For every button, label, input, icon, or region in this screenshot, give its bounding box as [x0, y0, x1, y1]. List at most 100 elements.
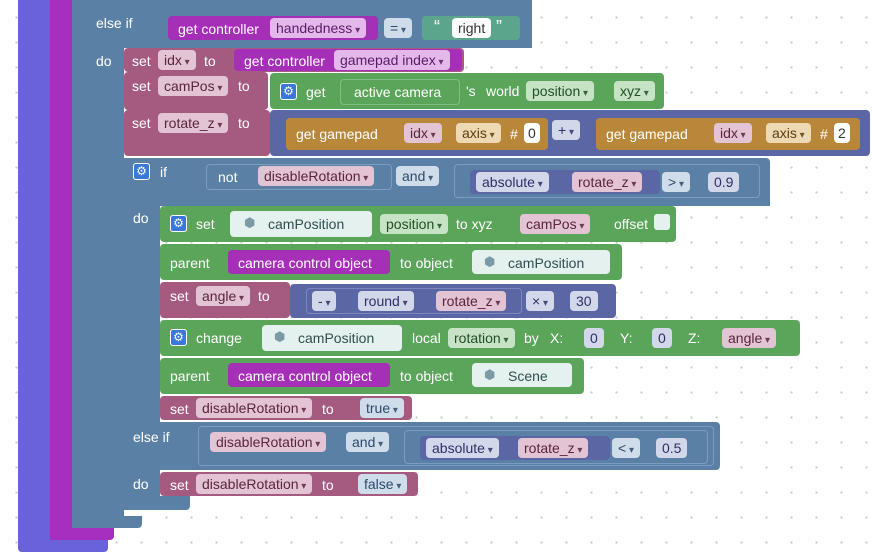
- get-label: get: [306, 84, 326, 100]
- z-label: Z:: [688, 330, 701, 346]
- to-label-7: to: [322, 477, 334, 493]
- disable-rotation-var-2[interactable]: disableRotation: [196, 398, 313, 418]
- set-label-2: set: [132, 78, 151, 94]
- campos-var-dropdown[interactable]: camPos: [158, 76, 229, 96]
- gear-icon[interactable]: ⚙: [280, 83, 297, 100]
- if-block-inner-foot: [124, 496, 190, 510]
- parent-label-1: parent: [170, 255, 210, 271]
- negate-dropdown[interactable]: -: [312, 291, 337, 311]
- true-dropdown[interactable]: true: [360, 398, 404, 418]
- threshold-field-2[interactable]: 0.5: [656, 438, 688, 458]
- equals-dropdown[interactable]: =: [384, 18, 412, 38]
- disable-rotation-var-1[interactable]: disableRotation: [258, 166, 375, 186]
- not-label: not: [218, 169, 238, 185]
- camera-control-object-2[interactable]: [228, 363, 390, 387]
- idx-var-dropdown[interactable]: idx: [158, 50, 196, 70]
- gamepad-index-dropdown[interactable]: gamepad index: [334, 50, 450, 70]
- cube-icon: ⬢: [244, 215, 256, 230]
- else-if-keyword-2: else if: [133, 429, 170, 445]
- disable-rotation-var-3[interactable]: disableRotation: [210, 432, 327, 452]
- hash-label-2: #: [820, 126, 828, 142]
- change-gear-icon[interactable]: ⚙: [170, 329, 187, 346]
- get-gamepad-label-2: get gamepad: [606, 126, 688, 142]
- greater-dropdown[interactable]: >: [662, 172, 690, 192]
- outer-statement-foot: [18, 540, 108, 552]
- axis-dropdown-1[interactable]: axis: [456, 123, 501, 143]
- scene-object-block[interactable]: [472, 363, 572, 387]
- possessive-label: 's: [466, 83, 476, 99]
- cube-icon: ⬢: [274, 329, 286, 344]
- plus-dropdown[interactable]: +: [552, 120, 580, 140]
- handedness-dropdown[interactable]: handedness: [270, 18, 367, 38]
- idx-dropdown-1[interactable]: idx: [404, 123, 442, 143]
- less-dropdown[interactable]: <: [612, 438, 640, 458]
- change-label: change: [196, 330, 242, 346]
- offset-label: offset: [614, 216, 648, 232]
- get-world-position-block[interactable]: [270, 73, 664, 109]
- cube-icon: ⬢: [484, 367, 496, 382]
- disable-rotation-var-4[interactable]: disableRotation: [196, 474, 313, 494]
- set-label-7: set: [170, 477, 189, 493]
- get-gamepad-label-1: get gamepad: [296, 126, 378, 142]
- if-block-outer-foot: [72, 516, 142, 528]
- campos-object-label-2: camPosition: [508, 255, 585, 271]
- set-gear-icon[interactable]: ⚙: [170, 215, 187, 232]
- rotate-z-var-2[interactable]: rotate_z: [436, 291, 507, 311]
- to-label-2: to: [238, 78, 250, 94]
- axis-dropdown-2[interactable]: axis: [766, 123, 811, 143]
- y-field[interactable]: 0: [652, 328, 672, 348]
- campos-object-label-3: camPosition: [298, 330, 375, 346]
- threshold-field-1[interactable]: 0.9: [708, 172, 740, 192]
- rotate-z-var-1[interactable]: rotate_z: [572, 172, 643, 192]
- if-keyword: if: [160, 164, 167, 180]
- else-if-keyword: else if: [96, 15, 133, 31]
- campos-object-block-3[interactable]: [262, 325, 402, 351]
- campos-object-block-1[interactable]: [230, 211, 372, 237]
- set-label-3: set: [132, 115, 151, 131]
- axis-number-field-1[interactable]: 0: [524, 123, 540, 143]
- absolute-dropdown[interactable]: absolute: [476, 172, 549, 192]
- scene-object-label: Scene: [508, 368, 548, 384]
- to-object-label-2: to object: [400, 368, 453, 384]
- angle-var-dropdown-2[interactable]: angle: [722, 328, 777, 348]
- set-label-4: set: [196, 216, 215, 232]
- position-dropdown[interactable]: position: [526, 81, 595, 101]
- to-label: to: [204, 53, 216, 69]
- false-dropdown[interactable]: false: [358, 474, 408, 494]
- to-xyz-label: to xyz: [456, 216, 493, 232]
- offset-checkbox[interactable]: [654, 214, 670, 230]
- and-dropdown[interactable]: and: [396, 166, 440, 186]
- cube-icon: ⬢: [484, 254, 496, 269]
- multiplier-field[interactable]: 30: [570, 291, 598, 311]
- position-dropdown-2[interactable]: position: [380, 214, 449, 234]
- outer-statement-bar: [18, 0, 50, 552]
- axis-number-field-2[interactable]: 2: [834, 123, 850, 143]
- local-label: local: [412, 330, 441, 346]
- rotation-dropdown[interactable]: rotation: [448, 328, 515, 348]
- active-camera-block[interactable]: [340, 79, 460, 105]
- rotate-var-dropdown[interactable]: rotate_z: [158, 113, 229, 133]
- x-label: X:: [550, 330, 564, 346]
- by-label: by: [524, 330, 539, 346]
- do-keyword-3: do: [133, 476, 149, 492]
- camera-control-object-1[interactable]: [228, 250, 390, 274]
- text-value-field[interactable]: right: [452, 18, 492, 38]
- campos-var-dropdown-2[interactable]: camPos: [520, 214, 591, 234]
- if-gear-icon[interactable]: ⚙: [133, 163, 150, 180]
- multiply-dropdown[interactable]: ×: [526, 291, 554, 311]
- xyz-dropdown[interactable]: xyz: [614, 81, 655, 101]
- world-label: world: [486, 83, 520, 99]
- angle-var-dropdown[interactable]: angle: [196, 286, 251, 306]
- and-dropdown-2[interactable]: and: [346, 432, 390, 452]
- campos-object-label-1: camPosition: [268, 216, 345, 232]
- idx-dropdown-2[interactable]: idx: [714, 123, 752, 143]
- campos-object-block-2[interactable]: [472, 250, 610, 274]
- to-label-5: to: [258, 288, 270, 304]
- absolute-dropdown-2[interactable]: absolute: [426, 438, 499, 458]
- get-controller-label: get controller: [178, 21, 259, 37]
- x-field[interactable]: 0: [584, 328, 604, 348]
- round-dropdown[interactable]: round: [358, 291, 414, 311]
- if-block-outer-spine: [72, 0, 124, 528]
- rotate-z-var-3[interactable]: rotate_z: [518, 438, 589, 458]
- hash-label-1: #: [510, 126, 518, 142]
